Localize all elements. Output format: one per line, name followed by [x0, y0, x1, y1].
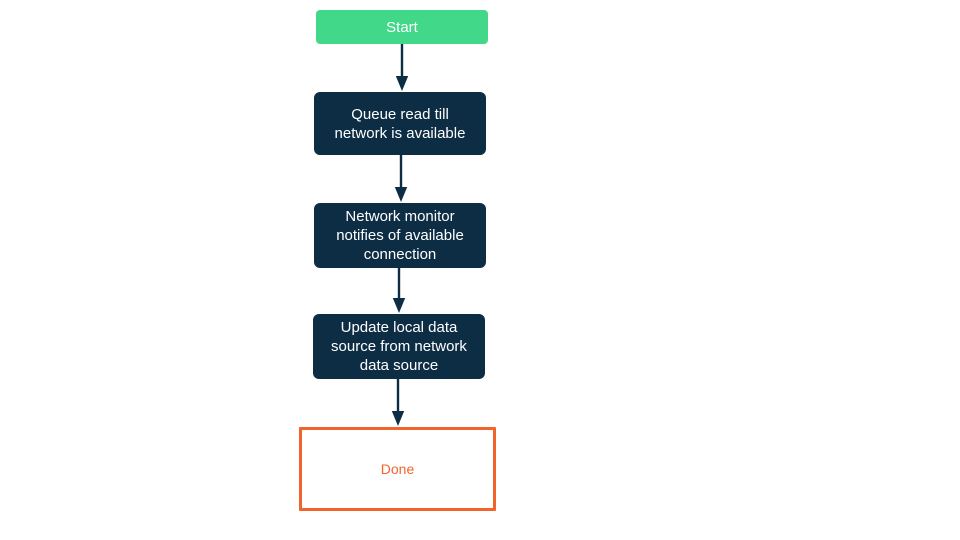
node-queue-read[interactable]: Queue read till network is available: [314, 92, 486, 155]
node-start-label: Start: [386, 18, 418, 36]
node-queue-read-label: Queue read till network is available: [334, 105, 466, 142]
connector-monitor-to-update: [392, 268, 406, 313]
node-start[interactable]: Start: [316, 10, 488, 44]
connector-queue-to-monitor: [394, 155, 408, 202]
connector-start-to-queue: [395, 44, 409, 91]
node-update-local[interactable]: Update local data source from network da…: [313, 314, 485, 379]
node-update-local-label: Update local data source from network da…: [331, 319, 467, 374]
node-network-monitor-label: Network monitor notifies of available co…: [336, 208, 464, 263]
connector-update-to-done: [391, 379, 405, 426]
node-done[interactable]: Done: [299, 427, 496, 511]
node-done-label: Done: [380, 460, 415, 477]
node-network-monitor[interactable]: Network monitor notifies of available co…: [314, 203, 486, 268]
